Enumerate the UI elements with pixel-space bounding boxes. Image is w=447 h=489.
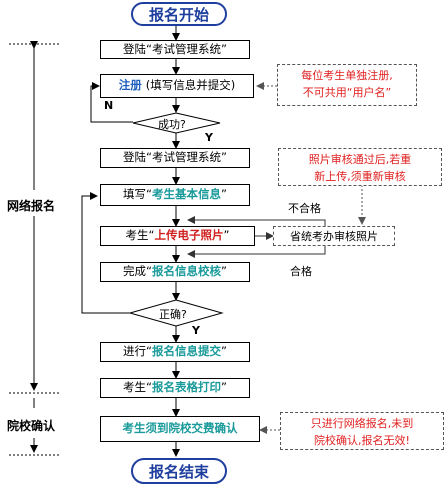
- upload-keyword: 上传电子照片: [154, 228, 224, 243]
- note-photo-line2: 新上传,须重新审核: [314, 170, 406, 183]
- submit-keyword: 报名信息提交: [152, 344, 221, 359]
- note-confirm: 只进行网络报名,未到 院校确认,报名无效!: [280, 412, 444, 450]
- label-y1: Y: [205, 131, 213, 144]
- phase-online-label: 网络报名: [7, 195, 56, 216]
- note-register-line1: 每位考生单独注册,: [301, 69, 393, 82]
- phase-school-label: 院校确认: [7, 415, 56, 436]
- start-terminal: 报名开始: [131, 2, 227, 26]
- submit-suffix: ”: [221, 344, 227, 359]
- decision-correct-shape: [128, 299, 224, 327]
- label-n: N: [104, 99, 114, 112]
- note-photo: 照片审核通过后,若重 新上传,须重新审核: [278, 148, 442, 186]
- step-print-form: 考生“报名表格打印”: [100, 378, 250, 398]
- decision-success-label: 成功?: [158, 118, 186, 131]
- end-terminal: 报名结束: [131, 458, 227, 484]
- fill-prefix: 填写“: [123, 187, 152, 202]
- confirm-text: 考生须到院校交费确认: [122, 421, 238, 436]
- step-school-confirm: 考生须到院校交费确认: [100, 416, 260, 442]
- fill-suffix: ”: [221, 187, 227, 202]
- upload-prefix: 考生“: [125, 228, 155, 243]
- step-upload-photo: 考生“上传电子照片”: [100, 226, 255, 246]
- step-verify-info: 完成“报名信息校核”: [100, 262, 250, 282]
- print-suffix: ”: [221, 380, 227, 395]
- label-fail: 不合格: [288, 202, 321, 215]
- step-fill-basic-info: 填写“考生基本信息”: [100, 184, 250, 206]
- step-login-1: 登陆“考试管理系统”: [100, 40, 250, 59]
- step-login-2: 登陆“考试管理系统”: [100, 148, 250, 168]
- note-confirm-line1: 只进行网络报名,未到: [310, 417, 414, 430]
- step-submit-info: 进行“报名信息提交”: [100, 342, 250, 362]
- register-desc: (填写信息并提交): [145, 78, 236, 93]
- upload-suffix: ”: [223, 228, 230, 243]
- verify-prefix: 完成“: [123, 264, 152, 279]
- print-keyword: 报名表格打印: [152, 380, 221, 395]
- note-register: 每位考生单独注册, 不可共用“用户名”: [277, 64, 417, 106]
- note-photo-line1: 照片审核通过后,若重: [308, 153, 412, 166]
- submit-prefix: 进行“: [123, 344, 152, 359]
- register-label: 注册: [118, 78, 142, 93]
- verify-suffix: ”: [221, 264, 227, 279]
- step-register: 注册 (填写信息并提交): [100, 74, 254, 98]
- review-box: 省统考办审核照片: [273, 226, 395, 246]
- fill-keyword: 考生基本信息: [152, 187, 221, 202]
- label-y2: Y: [192, 324, 200, 337]
- decision-success-shape: [132, 112, 221, 134]
- decision-correct-label: 正确?: [159, 308, 187, 321]
- note-confirm-line2: 院校确认,报名无效!: [314, 434, 410, 447]
- label-pass: 合格: [290, 265, 312, 278]
- note-register-line2: 不可共用“用户名”: [302, 86, 392, 99]
- print-prefix: 考生“: [123, 380, 152, 395]
- verify-keyword: 报名信息校核: [152, 264, 221, 279]
